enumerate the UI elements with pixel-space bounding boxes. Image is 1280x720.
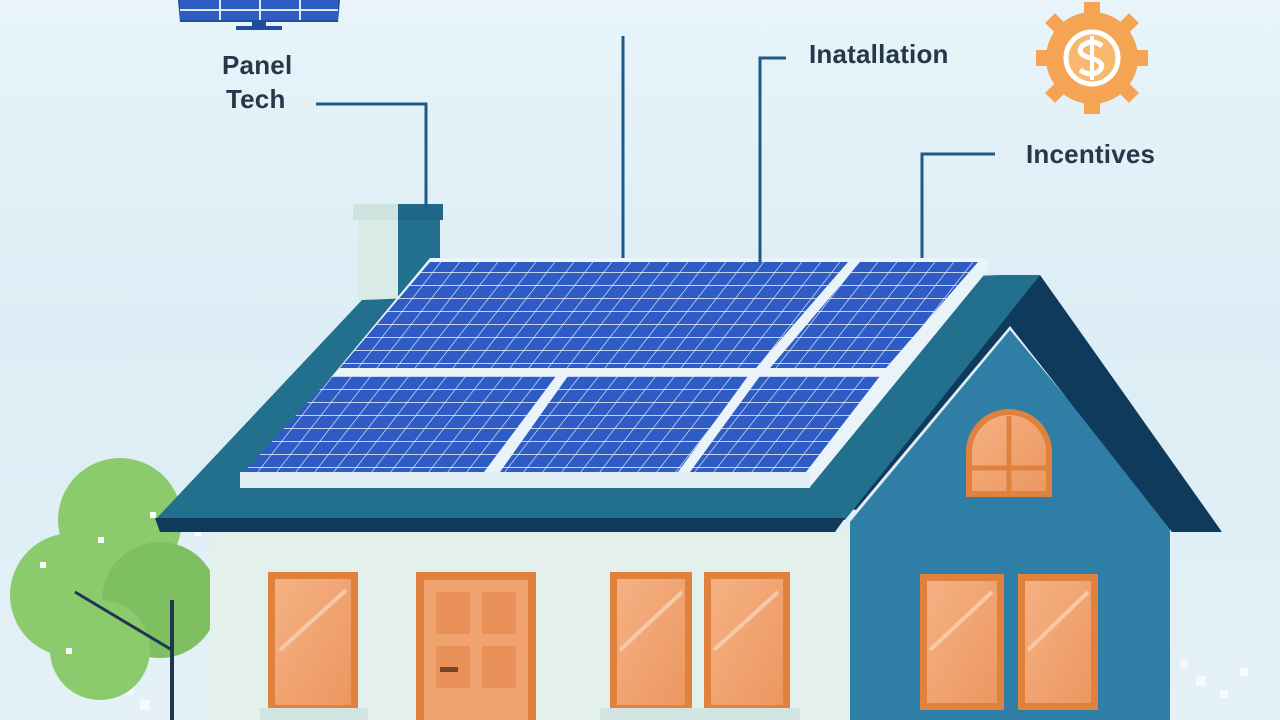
solar-panel <box>690 376 880 472</box>
tree <box>10 458 218 720</box>
incentives-label: Incentives <box>1026 139 1156 169</box>
solar-panels <box>244 262 978 472</box>
window-middle-right <box>704 572 790 712</box>
panel-tech-label-line1: Panel <box>222 50 293 80</box>
window-left <box>268 572 358 712</box>
solar-panel <box>340 262 848 368</box>
solar-panel <box>244 376 556 472</box>
arched-window <box>966 409 1052 497</box>
panel-tech-label: Panel Tech <box>222 48 292 116</box>
solar-panel <box>500 376 748 472</box>
solar-panel-icon <box>178 0 340 30</box>
panel-tech-label-line2: Tech <box>226 84 286 114</box>
panel-rail <box>240 472 810 488</box>
gable-roof <box>820 275 1222 532</box>
window-gable-right <box>1018 574 1098 710</box>
roof-eave <box>155 518 845 532</box>
installation-label: Inatallation <box>809 39 949 69</box>
window-gable-left <box>920 574 1004 710</box>
window-sill <box>260 708 368 720</box>
window-sill <box>600 708 800 720</box>
front-door <box>416 572 536 720</box>
window-middle-left <box>610 572 692 712</box>
leader-lines <box>316 36 995 262</box>
dollar-gear-icon <box>1036 2 1148 114</box>
solar-panel <box>770 262 978 368</box>
